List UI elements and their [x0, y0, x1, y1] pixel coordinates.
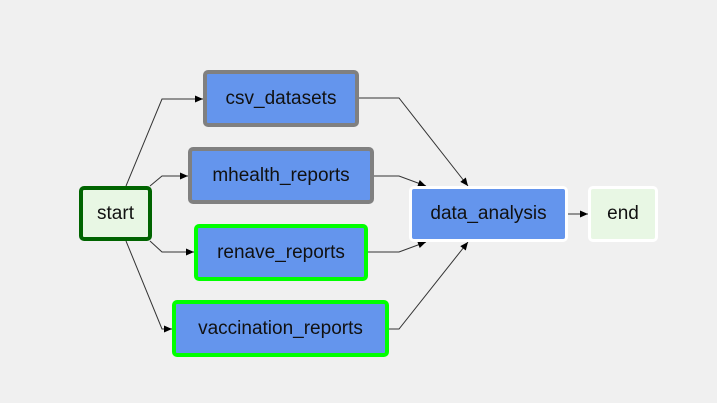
node-start-label: start [97, 202, 134, 224]
edge-mhealth-reports-to-data-analysis [374, 175, 427, 187]
edge-line [125, 240, 172, 330]
edge-line [368, 241, 427, 253]
arrowhead [460, 177, 468, 186]
edge-renave-reports-to-data-analysis [368, 241, 427, 253]
edge-line [125, 98, 203, 187]
edge-csv-datasets-to-data-analysis [359, 97, 469, 187]
edge-vaccination-reports-to-data-analysis [389, 241, 469, 330]
node-renave-reports[interactable]: renave_reports [194, 224, 368, 281]
edge-start-to-renave-reports [149, 240, 194, 256]
arrowhead [186, 248, 194, 256]
arrowhead [164, 325, 172, 333]
node-start[interactable]: start [79, 186, 152, 241]
node-csv-datasets-label: csv_datasets [225, 87, 337, 109]
edge-line [149, 240, 194, 253]
edge-line [374, 175, 427, 187]
arrowhead [180, 172, 188, 180]
edge-data-analysis-to-end [568, 210, 588, 218]
arrowhead [460, 242, 468, 251]
edge-line [149, 175, 188, 187]
node-vaccination-reports[interactable]: vaccination_reports [172, 300, 389, 357]
edge-line [389, 241, 469, 330]
arrowhead [417, 179, 426, 187]
node-end[interactable]: end [588, 186, 658, 242]
edge-start-to-csv-datasets [125, 95, 203, 187]
node-data-analysis-label: data_analysis [430, 203, 547, 224]
node-mhealth-reports-label: mhealth_reports [212, 164, 350, 186]
edge-start-to-vaccination-reports [125, 240, 172, 333]
node-mhealth-reports[interactable]: mhealth_reports [188, 147, 374, 204]
edge-line [359, 97, 469, 187]
node-data-analysis[interactable]: data_analysis [409, 186, 568, 242]
node-csv-datasets[interactable]: csv_datasets [203, 70, 359, 127]
node-end-label: end [607, 203, 639, 224]
arrowhead [580, 210, 588, 218]
node-renave-reports-label: renave_reports [217, 241, 345, 263]
edge-start-to-mhealth-reports [149, 172, 188, 187]
arrowhead [417, 241, 426, 249]
node-vaccination-reports-label: vaccination_reports [198, 317, 363, 339]
arrowhead [195, 95, 203, 103]
